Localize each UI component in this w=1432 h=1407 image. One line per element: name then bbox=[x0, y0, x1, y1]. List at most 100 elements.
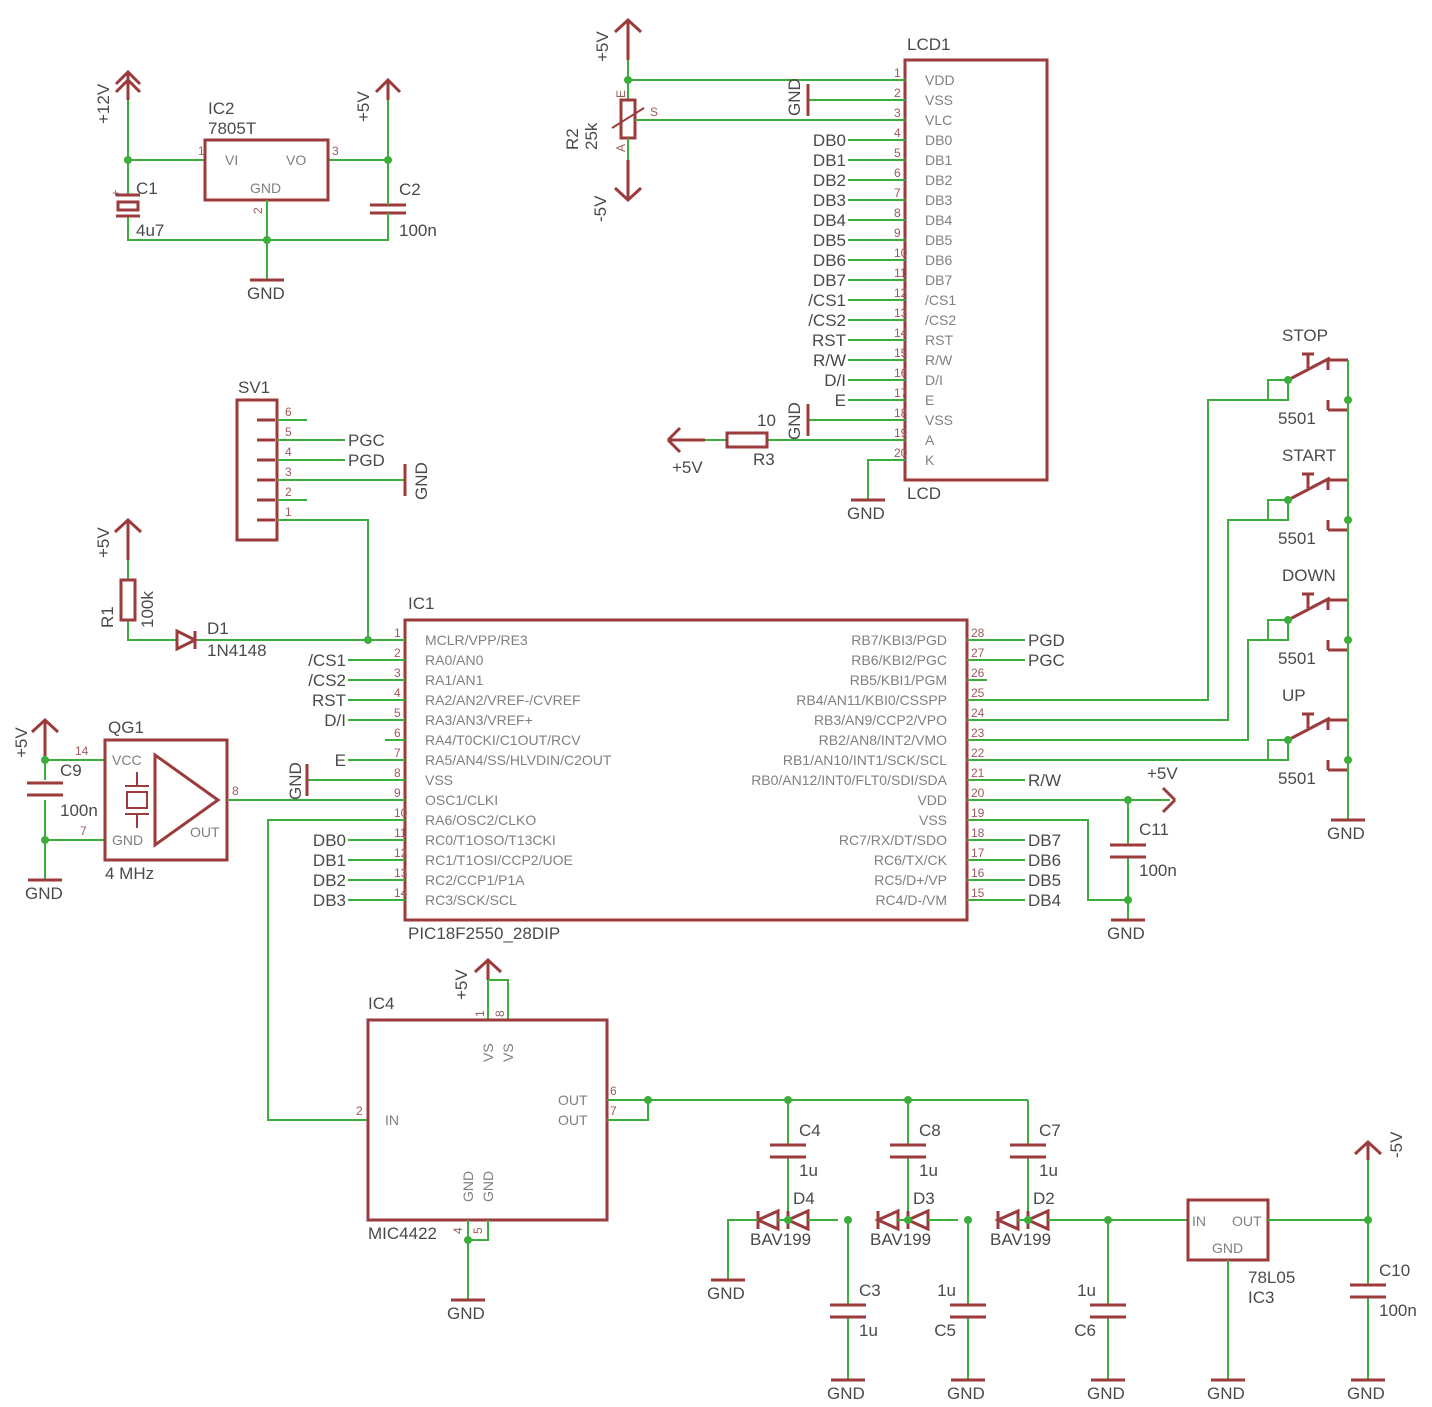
pump-capacitor bbox=[770, 1143, 806, 1159]
plus5v-label: +5V bbox=[672, 458, 703, 477]
switch-value: 5501 bbox=[1278, 529, 1316, 548]
lcd1-pin-label: DB2 bbox=[925, 172, 952, 188]
switch-name: STOP bbox=[1282, 326, 1328, 345]
lcd1-pin-number: 2 bbox=[894, 86, 901, 100]
ic4-pin-out: OUT bbox=[558, 1092, 588, 1108]
ic1-pin-number: 8 bbox=[394, 766, 401, 780]
plus5v-label: +5V bbox=[593, 31, 612, 62]
r3-resistor bbox=[725, 431, 769, 449]
lcd1-pin-label: E bbox=[925, 392, 934, 408]
ic1-net-label: E bbox=[335, 751, 346, 770]
ic4-pin-gnd: GND bbox=[460, 1171, 476, 1202]
ic1-pin-number: 14 bbox=[394, 886, 408, 900]
lcd1-net-label: R/W bbox=[813, 351, 846, 370]
lcd1-pin-label: DB5 bbox=[925, 232, 952, 248]
qg1-pin-gnd: GND bbox=[112, 832, 143, 848]
ic2-pin1-no: 1 bbox=[198, 144, 205, 158]
junction bbox=[1284, 616, 1292, 624]
qg1-pin7-no: 7 bbox=[80, 824, 87, 838]
pump-capacitor bbox=[1090, 1303, 1126, 1319]
sv1-body bbox=[235, 398, 279, 542]
ic4-name: IC4 bbox=[368, 994, 394, 1013]
capacitor-value: 1u bbox=[859, 1321, 878, 1340]
ic4-pin-vs: VS bbox=[480, 1043, 496, 1062]
junction bbox=[1284, 376, 1292, 384]
lcd1-pin-number: 19 bbox=[894, 426, 908, 440]
ic1-pin-number: 21 bbox=[971, 766, 985, 780]
c11-name: C11 bbox=[1139, 820, 1169, 839]
lcd1-pin-label: /CS2 bbox=[925, 312, 956, 328]
gnd-label: GND bbox=[947, 1384, 985, 1403]
diode-value: BAV199 bbox=[990, 1230, 1051, 1249]
d1-diode bbox=[175, 628, 199, 652]
ic2-regulator-section: +12V GND IC2 7805T VI VO GND 1 3 2 + C1 … bbox=[94, 69, 437, 303]
gnd-label: GND bbox=[1087, 1384, 1125, 1403]
r3-value: 10 bbox=[757, 411, 776, 430]
ic1-pin-label: RA2/AN2/VREF-/CVREF bbox=[425, 692, 581, 708]
lcd1-pin-label: DB7 bbox=[925, 272, 952, 288]
gnd-label: GND bbox=[286, 762, 305, 800]
switch-lever bbox=[1287, 472, 1331, 502]
switch-lever bbox=[1287, 592, 1331, 622]
diode-name: D2 bbox=[1033, 1189, 1055, 1208]
lcd1-value: LCD bbox=[907, 484, 941, 503]
ic1-pin-label: RC5/D+/VP bbox=[874, 872, 947, 888]
plus5v-label: +5V bbox=[12, 727, 31, 758]
ic1-pin-number: 7 bbox=[394, 746, 401, 760]
c9-name: C9 bbox=[60, 761, 82, 780]
switch-contacts bbox=[1326, 478, 1348, 532]
ic1-pin-label: RA5/AN4/SS/HLVDIN/C2OUT bbox=[425, 752, 612, 768]
lcd1-pin-number: 17 bbox=[894, 386, 908, 400]
ic1-net-label: DB1 bbox=[313, 851, 346, 870]
sv1-pin-number: 2 bbox=[285, 485, 292, 499]
plus5v-label: +5V bbox=[452, 969, 471, 1000]
lcd1-pin-label: A bbox=[925, 432, 935, 448]
sv1-name: SV1 bbox=[238, 378, 270, 397]
ic2-pin3-no: 3 bbox=[332, 144, 339, 158]
switch-wire bbox=[1267, 499, 1289, 521]
ic4-pin-vs2: VS bbox=[500, 1043, 516, 1062]
gnd-label: GND bbox=[1347, 1384, 1385, 1403]
lcd1-pin-label: /CS1 bbox=[925, 292, 956, 308]
ic4-pin8-no: 8 bbox=[493, 1010, 507, 1017]
sv1-pin-number: 6 bbox=[285, 405, 292, 419]
ic1-pin-label: VDD bbox=[917, 792, 947, 808]
ic1-pin-label: RC0/T1OSO/T13CKI bbox=[425, 832, 556, 848]
c2-name: C2 bbox=[399, 180, 421, 199]
r1-value: 100k bbox=[138, 591, 157, 628]
ic1-net-label: D/I bbox=[324, 711, 346, 730]
diode-left bbox=[754, 1208, 780, 1232]
ic1-pin-label: RA6/OSC2/CLKO bbox=[425, 812, 536, 828]
gnd-label: GND bbox=[1207, 1384, 1245, 1403]
lcd1-pin-label: DB6 bbox=[925, 252, 952, 268]
lcd1-pin-number: 16 bbox=[894, 366, 908, 380]
ic2-value: 7805T bbox=[208, 119, 256, 138]
ic1-pin-label: RA4/T0CKI/C1OUT/RCV bbox=[425, 732, 581, 748]
ic1-pin-number: 3 bbox=[394, 666, 401, 680]
lcd1-net-label: DB1 bbox=[813, 151, 846, 170]
diode-value: BAV199 bbox=[870, 1230, 931, 1249]
qg1-buffer-triangle bbox=[153, 752, 221, 848]
diode-value: BAV199 bbox=[750, 1230, 811, 1249]
gnd-label: GND bbox=[785, 402, 804, 440]
lcd1-pin-number: 12 bbox=[894, 286, 908, 300]
ic1-net-label: /CS2 bbox=[308, 671, 346, 690]
switch-wire bbox=[1267, 739, 1289, 761]
ic1-pin-label: VSS bbox=[425, 772, 453, 788]
ic4-pin-gnd2: GND bbox=[480, 1171, 496, 1202]
lcd1-pin-number: 20 bbox=[894, 446, 908, 460]
lcd1-net-label: DB4 bbox=[813, 211, 846, 230]
ic3-pin-out: OUT bbox=[1232, 1213, 1262, 1229]
lcd-section: +5V -5V R2 25k E S A GND GND +5V 10 R3 G… bbox=[563, 17, 1049, 523]
ic1-microcontroller-section: IC1 PIC18F2550_28DIP MCLR/VPP/RE31RA0/AN… bbox=[308, 399, 1268, 943]
r3-name: R3 bbox=[753, 450, 775, 469]
ic1-pin-label: RC6/TX/CK bbox=[874, 852, 948, 868]
ic2-pin2-no: 2 bbox=[251, 207, 265, 214]
